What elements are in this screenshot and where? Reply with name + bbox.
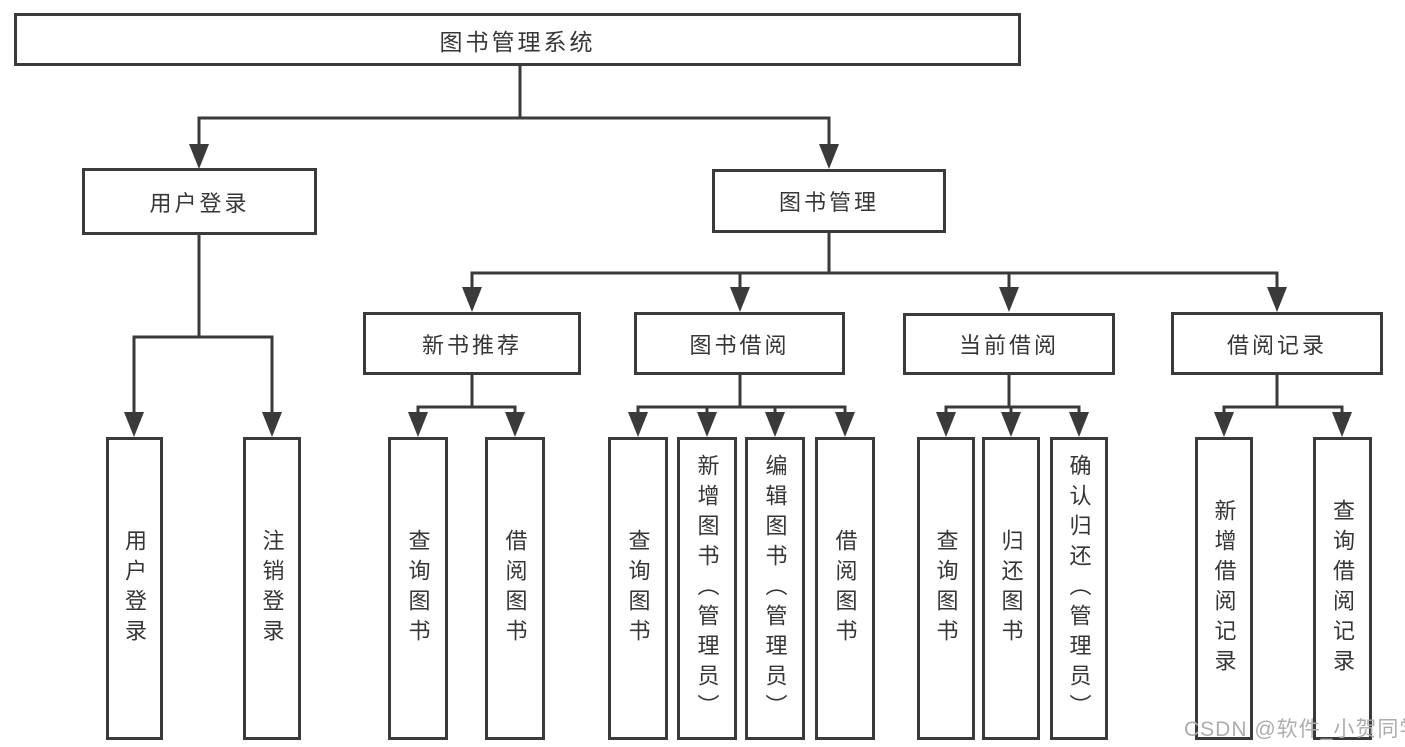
node-leaf-return-books: 归还图书 [982,437,1040,740]
node-leaf-logout: 注销登录 [243,437,301,740]
node-leaf-query-books-borrow: 查询图书 [608,437,668,740]
node-leaf-add-borrow-record-label: 新增借阅记录 [1211,498,1237,679]
node-leaf-edit-book-admin: 编辑图书（管理员） [745,437,805,740]
node-leaf-logout-label: 注销登录 [259,528,285,649]
node-leaf-borrow-books-recommend: 借阅图书 [485,437,545,740]
node-leaf-confirm-return-admin-label: 确认归还（管理员） [1066,453,1092,724]
node-book-management-label: 图书管理 [778,190,879,215]
node-new-book-recommend-label: 新书推荐 [421,332,522,358]
node-book-management: 图书管理 [712,169,946,233]
node-leaf-query-books-borrow-label: 查询图书 [625,528,651,649]
node-root-label: 图书管理系统 [439,28,596,55]
node-leaf-user-login-label: 用户登录 [122,528,148,649]
node-user-login-label: 用户登录 [149,190,250,216]
node-leaf-query-books-recommend-label: 查询图书 [405,528,431,649]
node-leaf-return-books-label: 归还图书 [998,528,1024,649]
node-leaf-add-book-admin: 新增图书（管理员） [677,437,737,740]
node-leaf-query-borrow-record: 查询借阅记录 [1313,437,1372,740]
node-borrowing-records: 借阅记录 [1171,312,1383,375]
connector-login-to-leaves [124,235,282,437]
node-leaf-borrow-books: 借阅图书 [815,437,875,740]
node-leaf-query-books-current-label: 查询图书 [933,528,959,649]
node-leaf-add-book-admin-label: 新增图书（管理员） [694,453,720,724]
node-leaf-query-borrow-record-label: 查询借阅记录 [1330,498,1356,679]
node-borrowing-records-label: 借阅记录 [1226,332,1327,358]
node-leaf-user-login: 用户登录 [106,437,163,740]
node-leaf-borrow-books-label: 借阅图书 [832,528,858,649]
node-current-borrowing: 当前借阅 [903,313,1115,375]
connector-root-to-level2 [189,66,839,169]
connector-management-to-level3 [462,233,1287,312]
node-leaf-add-borrow-record: 新增借阅记录 [1195,437,1253,740]
node-user-login: 用户登录 [82,168,317,235]
node-book-borrowing: 图书借阅 [634,312,845,375]
connector-current-to-leaves [936,375,1089,437]
node-leaf-query-books-current: 查询图书 [917,437,975,740]
node-new-book-recommend: 新书推荐 [363,312,581,375]
node-leaf-edit-book-admin-label: 编辑图书（管理员） [762,453,788,724]
node-book-borrowing-label: 图书借阅 [689,332,790,358]
node-root-library-system: 图书管理系统 [14,13,1021,66]
connector-recommend-to-leaves [408,375,525,437]
connector-records-to-leaves [1214,375,1352,437]
csdn-watermark: CSDN @软件_小贺同学 [1184,718,1405,741]
node-leaf-query-books-recommend: 查询图书 [388,437,448,740]
connector-borrowing-to-leaves [628,375,855,437]
node-leaf-borrow-books-recommend-label: 借阅图书 [502,528,528,649]
node-leaf-confirm-return-admin: 确认归还（管理员） [1050,437,1108,740]
node-current-borrowing-label: 当前借阅 [958,333,1059,358]
